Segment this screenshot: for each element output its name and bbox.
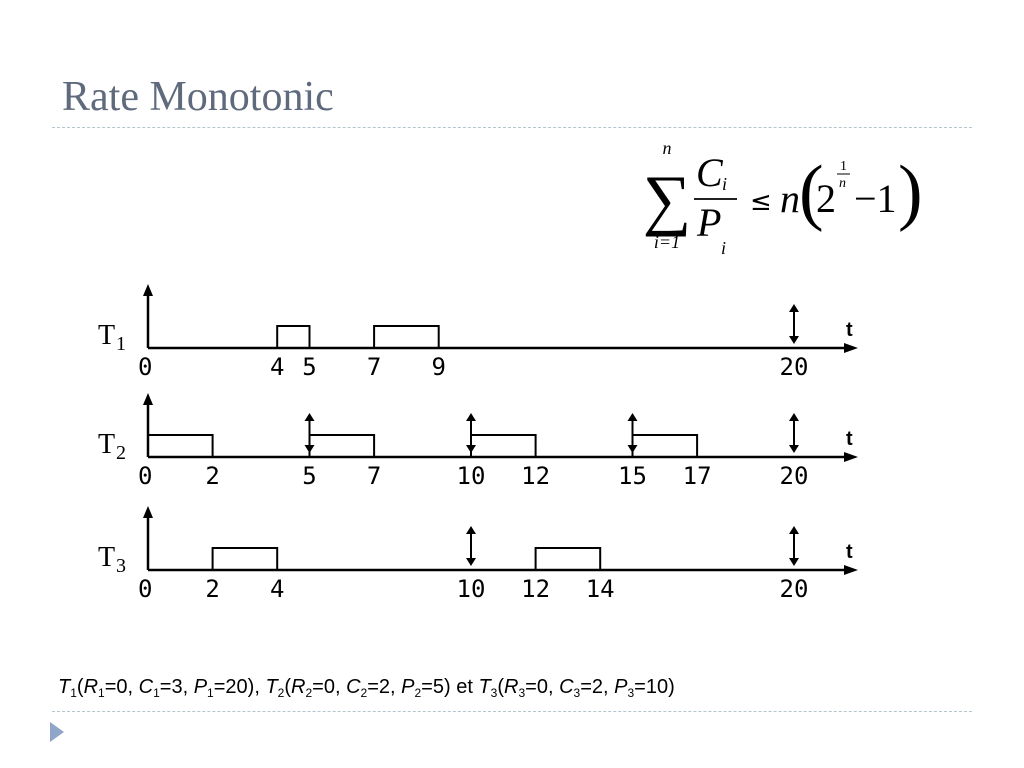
schedulability-formula: n ∑ i=1 C i P i ≤ n ( 2 1 n −1 ) <box>643 138 923 258</box>
sum-sign: ∑ <box>643 161 691 237</box>
task2-label: T <box>98 429 115 460</box>
task2-tick-0: 0 <box>138 462 152 490</box>
task1-axis-t-label: t <box>846 319 853 341</box>
task2-tick-5: 5 <box>302 462 316 490</box>
slide-title: Rate Monotonic <box>62 74 334 120</box>
task3-tick-14: 14 <box>586 575 615 603</box>
task1-label-sub: 1 <box>116 333 126 355</box>
task2-period-arrow-1-up <box>304 413 315 421</box>
task1-y-arrow <box>143 284 153 296</box>
task1-label: T <box>98 320 115 351</box>
task2-period-arrow-3-up <box>627 413 638 421</box>
task2-axis-t-label: t <box>846 428 853 450</box>
task1-tick-4: 4 <box>270 353 284 381</box>
sum-upper: n <box>663 138 672 158</box>
task3-execution-1 <box>211 547 279 570</box>
rhs-exp-num: 1 <box>840 159 847 174</box>
task3-tick-0: 0 <box>138 575 152 603</box>
triangle-right-icon[interactable] <box>50 722 64 742</box>
task1-time-arrow <box>844 343 858 353</box>
task3-execution-2 <box>534 547 602 570</box>
sum-lower: i=1 <box>654 232 680 252</box>
rhs-close-paren: ) <box>898 151 923 233</box>
rhs-exp-den: n <box>839 176 846 191</box>
task2-period-arrow-2-down <box>466 445 476 453</box>
task3-period-arrow-1-down <box>466 558 476 566</box>
task2-tick-2: 2 <box>205 462 219 490</box>
task2-tick-10: 10 <box>457 462 486 490</box>
task2-period-arrow-4-up <box>789 413 799 421</box>
task2-y-arrow <box>143 393 153 405</box>
task3-tick-12: 12 <box>521 575 550 603</box>
task3-y-arrow <box>143 506 153 518</box>
task1-tick-9: 9 <box>431 353 445 381</box>
fraction-denominator: P <box>696 200 721 245</box>
rhs-n: n <box>780 176 800 221</box>
task3-period-arrow-1-up <box>466 526 476 534</box>
task1-tick-20: 20 <box>780 353 809 381</box>
task2-tick-20: 20 <box>780 462 809 490</box>
fraction-denominator-sub: i <box>721 238 726 258</box>
task2-tick-15: 15 <box>618 462 647 490</box>
task3-label: T <box>98 542 115 573</box>
task3-tick-10: 10 <box>457 575 486 603</box>
task3-tick-4: 4 <box>270 575 284 603</box>
task1-tick-0: 0 <box>138 353 152 381</box>
task3-label-sub: 3 <box>116 555 126 577</box>
task2-execution-3 <box>470 434 537 457</box>
task2-time-arrow <box>844 452 858 462</box>
task2-execution-2 <box>308 434 376 457</box>
leq-sign: ≤ <box>750 187 772 217</box>
task1-period-arrow-1-up <box>789 304 799 312</box>
task3-time-arrow <box>844 565 858 575</box>
task2-execution-1 <box>147 434 214 457</box>
fraction-numerator-sub: i <box>722 174 727 194</box>
task3-tick-2: 2 <box>205 575 219 603</box>
task3-tick-20: 20 <box>780 575 809 603</box>
task1-tick-7: 7 <box>367 353 381 381</box>
task2-period-arrow-2-up <box>466 413 476 421</box>
task1-period-arrow-1-down <box>789 336 799 344</box>
task2-execution-4 <box>631 434 699 457</box>
task3-axis-t-label: t <box>846 541 853 563</box>
task-parameters-caption: T1(R1=0, C1=3, P1=20), T2(R2=0, C2=2, P2… <box>58 676 675 700</box>
task3-period-arrow-2-up <box>789 526 799 534</box>
footer-divider <box>52 711 972 712</box>
task2-period-arrow-4-down <box>789 445 799 453</box>
task3-period-arrow-2-down <box>789 558 799 566</box>
rhs-open-paren: ( <box>799 151 824 233</box>
task2-tick-12: 12 <box>521 462 550 490</box>
task2-tick-7: 7 <box>367 462 381 490</box>
rhs-base: 2 <box>816 176 836 221</box>
task2-period-arrow-1-down <box>304 445 315 453</box>
task2-label-sub: 2 <box>116 442 126 464</box>
task2-period-arrow-3-down <box>627 445 638 453</box>
fraction-numerator: C <box>696 150 724 195</box>
rhs-minus-one: −1 <box>854 176 897 221</box>
task2-tick-17: 17 <box>683 462 712 490</box>
task1-execution-1 <box>276 325 311 348</box>
task1-execution-2 <box>373 325 440 348</box>
task1-tick-5: 5 <box>302 353 316 381</box>
title-divider <box>52 127 972 128</box>
